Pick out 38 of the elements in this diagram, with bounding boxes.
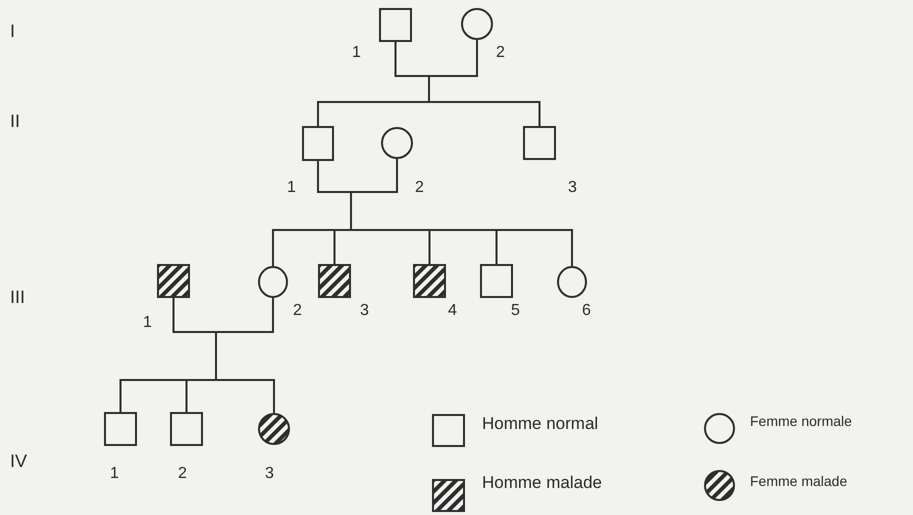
affected-male-symbol: [157, 264, 190, 298]
pedigree-line: [428, 40, 540, 126]
generation-label: IV: [10, 452, 28, 470]
female-symbol: [258, 266, 288, 298]
male-symbol: [170, 412, 203, 446]
individual-number: 1: [352, 45, 361, 61]
affected-male-symbol: [318, 264, 351, 298]
individual-number: 2: [496, 45, 505, 61]
legend-label: Femme normale: [750, 414, 852, 428]
legend-label: Femme malade: [750, 474, 848, 488]
generation-label: II: [10, 112, 20, 130]
male-symbol: [302, 126, 334, 161]
generation-label: III: [10, 288, 26, 306]
individual-number: 1: [287, 180, 296, 196]
individual-number: 2: [293, 303, 302, 319]
legend-label: Homme normal: [482, 415, 598, 432]
female-symbol: [381, 127, 413, 159]
individual-number: 2: [178, 466, 187, 482]
male-symbol: [379, 8, 412, 42]
legend-label: Homme malade: [482, 474, 602, 491]
male-symbol: [480, 264, 513, 298]
individual-number: 3: [360, 303, 369, 319]
affected-male-symbol: [413, 264, 446, 298]
individual-number: 6: [582, 303, 591, 319]
individual-number: 2: [415, 180, 424, 196]
male-symbol: [523, 126, 556, 160]
affected-female-symbol: [258, 413, 290, 445]
generation-label: I: [10, 22, 16, 40]
male-symbol: [104, 412, 137, 446]
individual-number: 5: [511, 303, 520, 319]
individual-number: 3: [568, 180, 577, 196]
pedigree-line: [215, 298, 275, 413]
individual-number: 1: [110, 466, 119, 482]
individual-number: 4: [448, 303, 457, 319]
individual-number: 1: [143, 315, 152, 331]
individual-number: 3: [265, 466, 274, 482]
female-symbol: [461, 8, 493, 40]
female-symbol: [557, 266, 587, 298]
